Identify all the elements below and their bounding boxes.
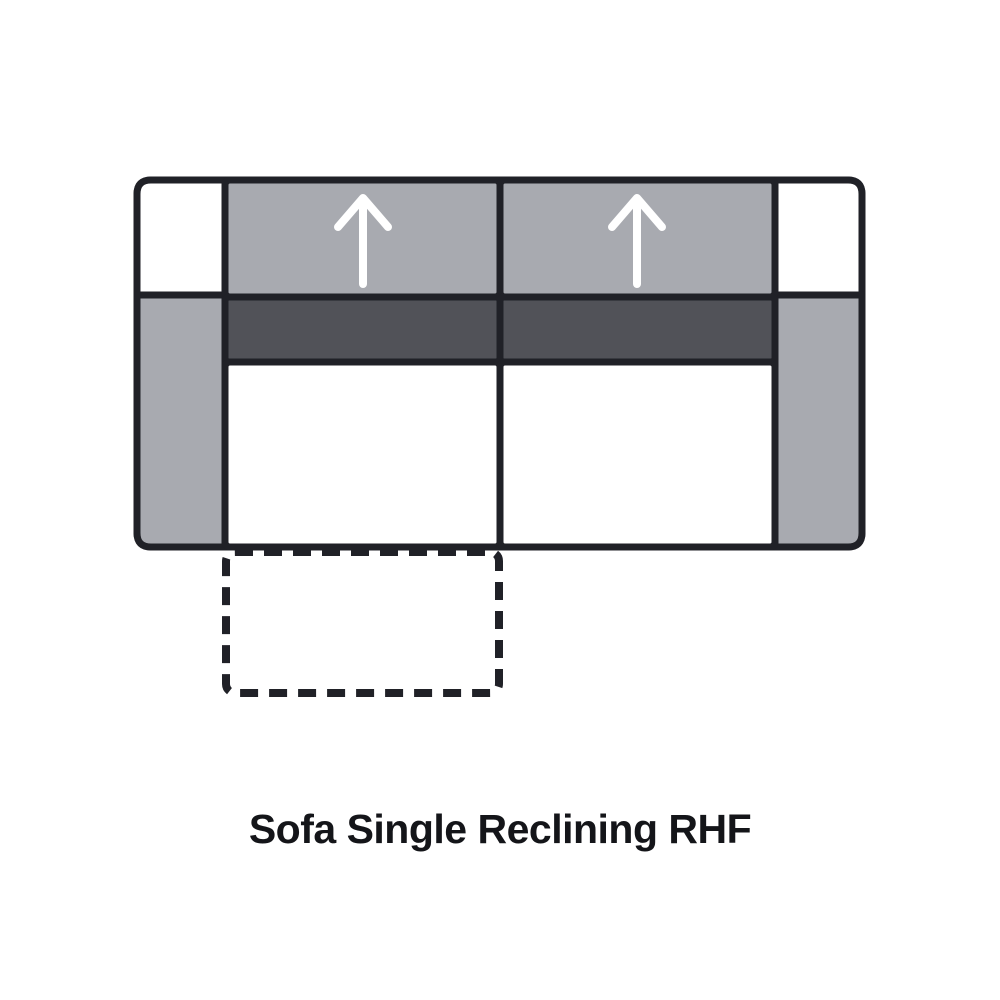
seatback-strip-left (221, 293, 504, 366)
frame-corner-left (133, 176, 229, 299)
diagram-title: Sofa Single Reclining RHF (248, 806, 752, 852)
seat-right (496, 358, 779, 551)
seatback-strip-right (496, 293, 779, 366)
arrow-up-icon (334, 194, 392, 288)
seat-left (221, 358, 504, 551)
frame-corner-right (771, 176, 866, 299)
armrest-left (133, 291, 229, 551)
arrow-up-icon (608, 194, 666, 288)
recliner-footprint (222, 548, 503, 697)
armrest-right (771, 291, 866, 551)
